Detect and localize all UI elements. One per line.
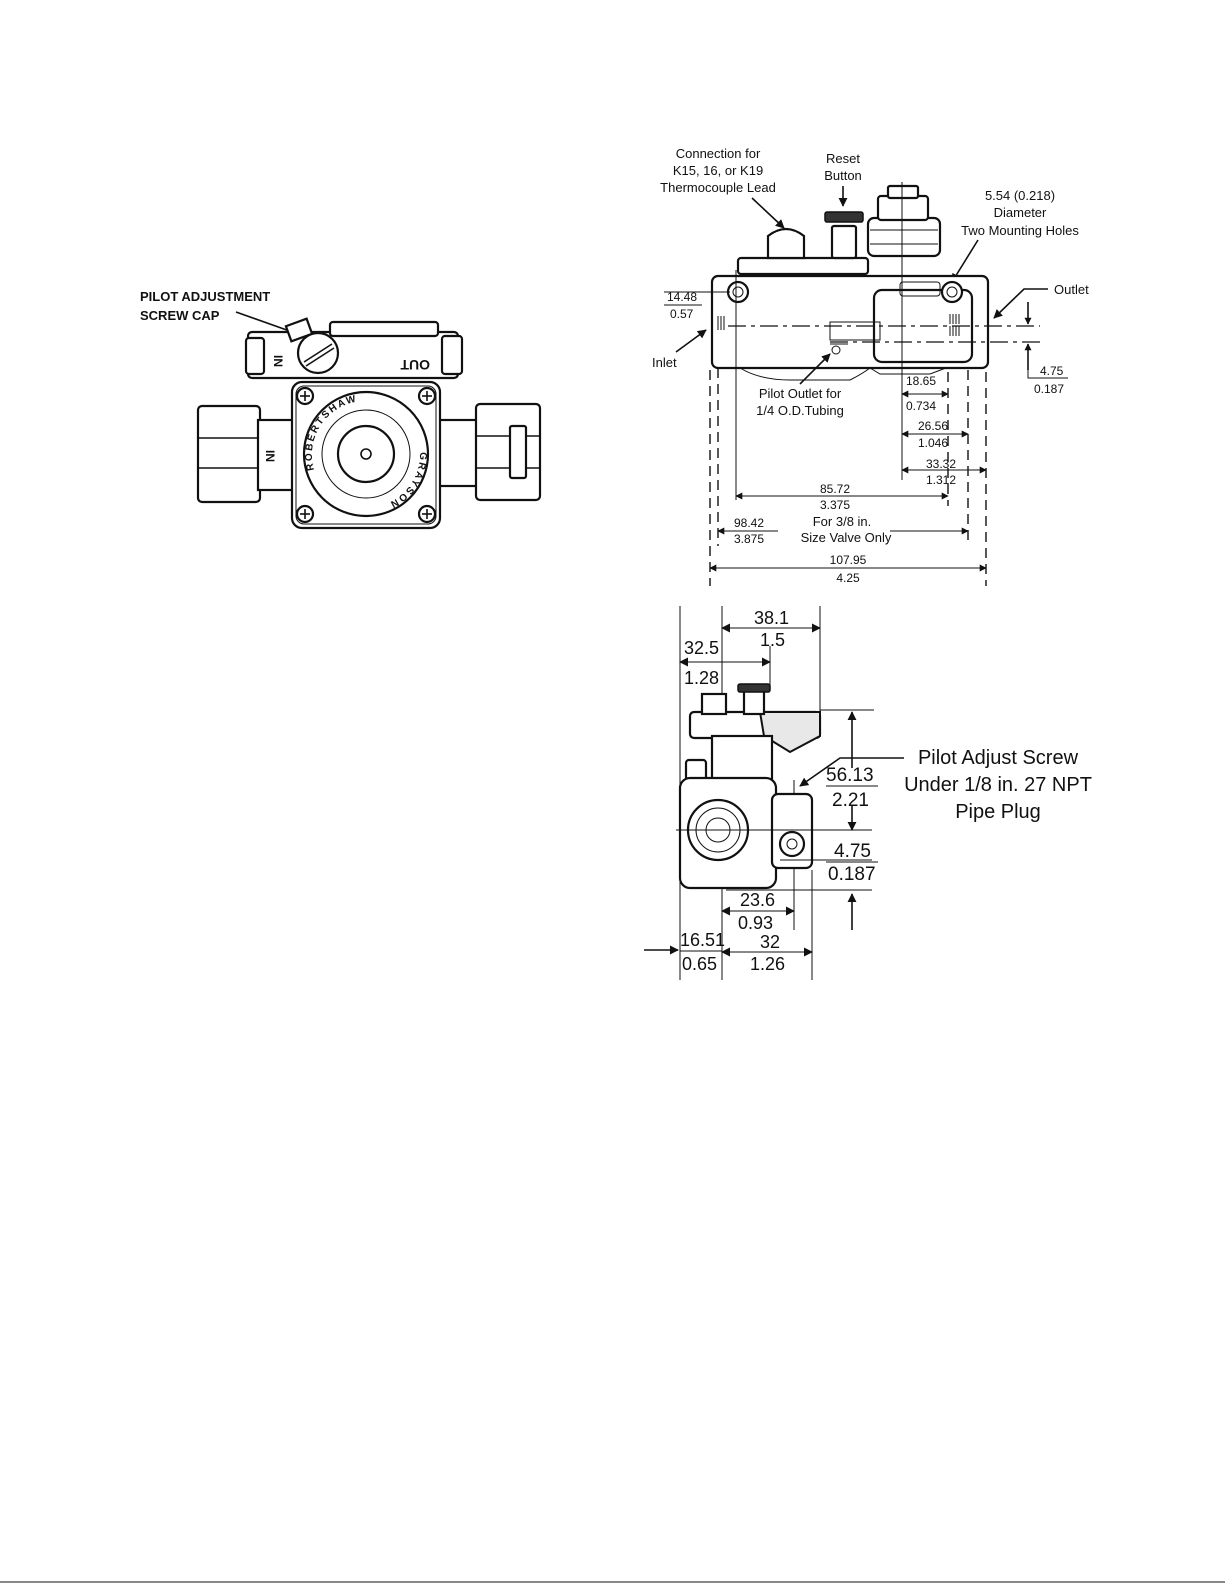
side-neck xyxy=(710,734,774,782)
dim-d2-mm: 4.75 xyxy=(1040,364,1064,378)
dim-a-mm: 38.1 xyxy=(754,608,789,628)
side-in-marking: IN xyxy=(263,450,277,462)
top-fitting xyxy=(866,184,942,258)
side-top-wedge xyxy=(758,711,821,754)
holes-label-1: 5.54 (0.218) xyxy=(985,188,1055,203)
pilot-adjustment-label-2: SCREW CAP xyxy=(140,308,220,323)
dim-g-in: 1.26 xyxy=(750,954,785,974)
thread-hatches xyxy=(717,314,960,336)
dim-d7-in: 3.875 xyxy=(734,532,764,546)
dim-d5-mm: 33.32 xyxy=(926,457,956,471)
dim-b-in: 1.28 xyxy=(684,668,719,688)
dim-f-mm: 16.51 xyxy=(680,930,725,950)
reset-label-1: Reset xyxy=(826,151,860,166)
connection-label-1: Connection for xyxy=(676,146,761,161)
right-outlet-nut xyxy=(474,402,542,502)
size-note-1: For 3/8 in. xyxy=(813,514,872,529)
dim-e-mm: 23.6 xyxy=(740,890,775,910)
dim-d-mm: 4.75 xyxy=(834,841,871,862)
left-inlet-nut xyxy=(196,404,262,504)
pilot-cap-nub xyxy=(284,317,314,343)
holes-label-3: Two Mounting Holes xyxy=(961,223,1079,238)
dim-f-in: 0.65 xyxy=(682,954,717,974)
valve-side-view: 38.1 1.5 32.5 1.28 56.13 2.21 4.75 0.187… xyxy=(644,606,1092,980)
dim-d6-mm: 85.72 xyxy=(820,482,850,496)
corner-screws xyxy=(295,386,437,524)
reset-button-cap xyxy=(824,211,864,223)
outlet-label: Outlet xyxy=(1054,282,1089,297)
pilot-adjust-label-3: Pipe Plug xyxy=(955,801,1041,823)
side-reset-stem xyxy=(742,688,766,716)
dim-d1-in: 0.57 xyxy=(670,307,694,321)
valve-dial-ring xyxy=(321,409,411,499)
pilot-outlet-label-1: Pilot Outlet for xyxy=(759,386,842,401)
reset-label-2: Button xyxy=(824,168,862,183)
connection-label-2: K15, 16, or K19 xyxy=(673,163,763,178)
thermocouple-boss xyxy=(766,227,806,260)
top-out-marking: OUT xyxy=(400,357,430,373)
dim-d3-in: 0.734 xyxy=(906,399,936,413)
pilot-outlet-port xyxy=(829,321,881,341)
pilot-adjust-label-2: Under 1/8 in. 27 NPT xyxy=(904,774,1092,796)
inlet-label: Inlet xyxy=(652,355,677,370)
plan-top-ledge xyxy=(736,256,870,276)
size-note-2: Size Valve Only xyxy=(801,530,892,545)
pilot-adjustment-label-1: PILOT ADJUSTMENT xyxy=(140,289,270,304)
dim-d3-mm: 18.65 xyxy=(906,374,936,388)
holes-label-2: Diameter xyxy=(994,205,1047,220)
mounting-hole-left xyxy=(726,280,750,304)
top-pipe-right-end xyxy=(440,334,464,376)
dim-d8-in: 4.25 xyxy=(836,571,860,585)
top-in-marking: IN xyxy=(271,355,285,367)
dim-d2-in: 0.187 xyxy=(1034,382,1064,396)
pilot-outlet-label-2: 1/4 O.D.Tubing xyxy=(756,403,844,418)
reset-button-stem xyxy=(830,224,858,260)
valve-top-view: Connection for K15, 16, or K19 Thermocou… xyxy=(652,146,1089,586)
valve-dial-center xyxy=(336,424,396,484)
dim-a-in: 1.5 xyxy=(760,630,785,650)
pilot-adjust-label-1: Pilot Adjust Screw xyxy=(918,747,1079,769)
dim-c-mm: 56.13 xyxy=(826,765,874,786)
side-pilot-port xyxy=(778,830,806,858)
pilot-cap-slot xyxy=(303,343,333,363)
valve-front-illustration: PILOT ADJUSTMENT SCREW CAP IN OUT IN xyxy=(140,289,542,530)
dim-d8-mm: 107.95 xyxy=(830,553,867,567)
dim-d5-in: 1.312 xyxy=(926,473,956,487)
connection-label-3: Thermocouple Lead xyxy=(660,180,776,195)
valve-dial-hole xyxy=(360,448,372,460)
mounting-hole-right xyxy=(940,280,964,304)
dim-d6-in: 3.375 xyxy=(820,498,850,512)
dim-c-in: 2.21 xyxy=(832,790,869,811)
dim-d4-in: 1.046 xyxy=(918,436,948,450)
dim-g-mm: 32 xyxy=(760,932,780,952)
dim-b-mm: 32.5 xyxy=(684,638,719,658)
dim-d1-mm: 14.48 xyxy=(667,290,697,304)
dim-d7-mm: 98.42 xyxy=(734,516,764,530)
top-pipe-left-end xyxy=(244,336,266,376)
dim-d-in: 0.187 xyxy=(828,864,876,885)
dim-d4-mm: 26.56 xyxy=(918,419,948,433)
top-ridge xyxy=(328,320,440,338)
dim-e-in: 0.93 xyxy=(738,913,773,933)
